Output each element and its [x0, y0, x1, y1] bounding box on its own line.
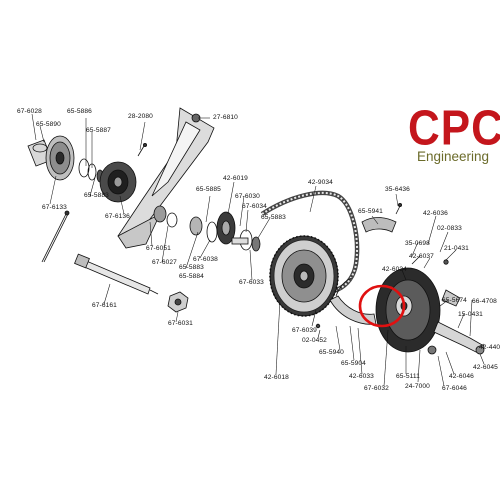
part-label: 24-7000: [405, 383, 430, 390]
hub-body: [99, 161, 137, 203]
part-label: 65-5883: [179, 264, 204, 271]
part-label: 67-6039: [292, 327, 317, 334]
part-label: 67-6033: [239, 279, 264, 286]
part-label: 02-0452: [302, 337, 327, 344]
part-label: 67-6136: [105, 213, 130, 220]
part-label: 67-6030: [235, 193, 260, 200]
part-label: 42-6033: [349, 373, 374, 380]
highlight-circle: [358, 284, 406, 328]
part-label: 65-5885: [196, 186, 221, 193]
part-label: 65-5884: [179, 273, 204, 280]
part-label: 21-0431: [444, 245, 469, 252]
axle-spacers: [153, 205, 261, 252]
axle-nut: [167, 291, 189, 313]
leader-lines: [31, 113, 485, 387]
dust-cover-disc: [45, 135, 75, 181]
part-label: 67-6161: [92, 302, 117, 309]
part-label: 66-4708: [472, 298, 497, 305]
brake-plate: [375, 267, 441, 353]
logo-sub-text: Engineering: [416, 149, 490, 164]
part-label: 35-6436: [385, 186, 410, 193]
part-label: 42-440: [479, 344, 500, 351]
part-label: 65-5883: [261, 214, 286, 221]
part-label: 67-6032: [364, 385, 389, 392]
part-label: 67-6034: [242, 203, 267, 210]
part-label: 65-5941: [358, 208, 383, 215]
long-bolt: [41, 210, 70, 263]
logo-main-text: CPC: [408, 100, 500, 156]
part-label: 67-6051: [146, 245, 171, 252]
part-label: 67-6027: [152, 259, 177, 266]
sprocket: [269, 235, 339, 317]
part-label: 65-5111: [396, 373, 420, 380]
part-label: 67-6028: [17, 108, 42, 115]
part-label: 35-0698: [405, 240, 430, 247]
part-label: 28-2080: [128, 113, 153, 120]
part-label: 42-6019: [223, 175, 248, 182]
part-label: 65-5883: [84, 192, 109, 199]
part-label: 15-0431: [458, 311, 483, 318]
axle: [74, 253, 159, 295]
part-label: 65-5904: [341, 360, 366, 367]
part-label: 42-6034: [382, 266, 407, 273]
part-label: 02-0833: [437, 225, 462, 232]
part-label: 42-6036: [423, 210, 448, 217]
part-label: 42-6045: [473, 364, 498, 371]
cpc-engineering-logo: CPC Engineering: [408, 100, 500, 166]
part-label: 67-6031: [168, 320, 193, 327]
part-label: 42-6018: [264, 374, 289, 381]
washers: [78, 158, 104, 183]
small-bolts: [137, 142, 449, 329]
chain: [260, 190, 360, 295]
part-label: 67-6038: [193, 256, 218, 263]
part-label: 67-6133: [42, 204, 67, 211]
part-label: 65-5674: [442, 297, 467, 304]
part-label: 42-9034: [308, 179, 333, 186]
part-label: 42-6037: [409, 253, 434, 260]
swing-arm: [117, 107, 215, 249]
part-label: 27-6810: [213, 114, 238, 121]
part-label: 42-6046: [449, 373, 474, 380]
part-label: 65-5887: [86, 127, 111, 134]
part-label: 65-5890: [36, 121, 61, 128]
part-label: 65-5886: [67, 108, 92, 115]
part-label: 65-5940: [319, 349, 344, 356]
part-label: 67-6046: [442, 385, 467, 392]
